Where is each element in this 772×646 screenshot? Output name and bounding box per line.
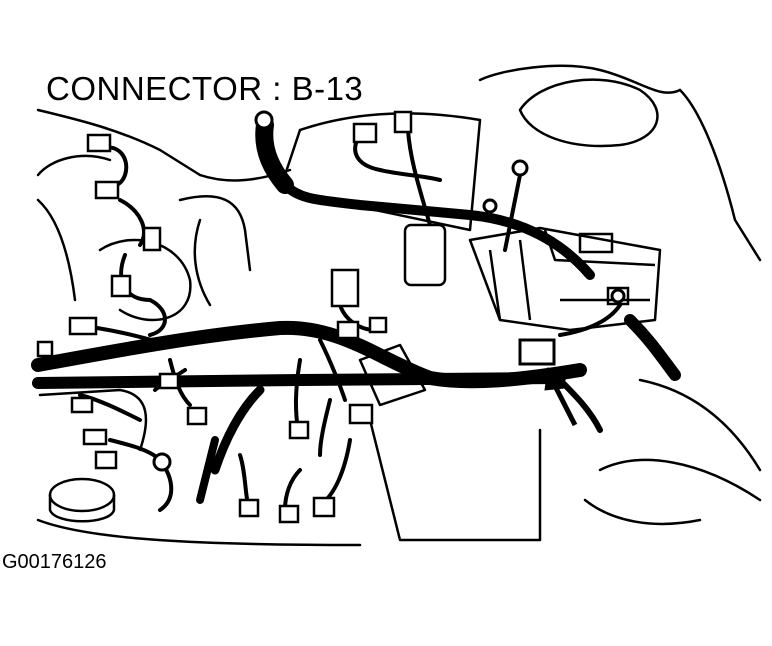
connector-b13 (518, 338, 556, 366)
figure-id: G00176126 (2, 551, 107, 573)
diagram-title: CONNECTOR : B-13 (46, 70, 364, 107)
pointer-arrow (544, 366, 578, 427)
connector-a (86, 133, 112, 153)
bay-outline-left (36, 108, 202, 177)
